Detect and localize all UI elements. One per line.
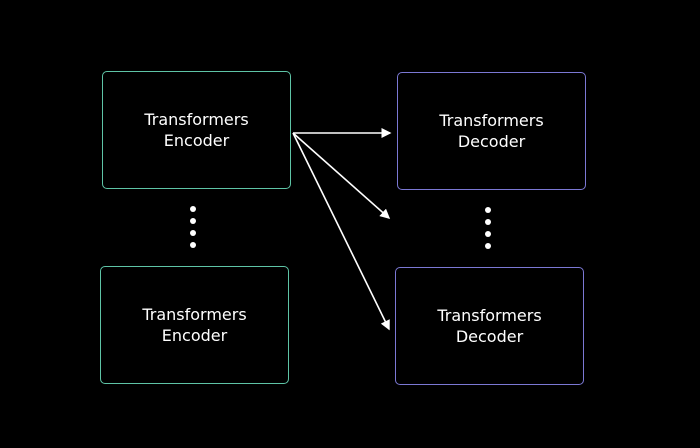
decoder-top-line2: Decoder [457, 132, 526, 151]
decoder-bottom-line2: Decoder [455, 327, 524, 346]
ellipsis-dot [485, 207, 491, 213]
decoder-ellipsis [484, 207, 492, 251]
ellipsis-dot [485, 219, 491, 225]
decoder-block-top: Transformers Decoder [397, 72, 586, 190]
ellipsis-dot [190, 230, 196, 236]
encoder-ellipsis [189, 206, 197, 250]
ellipsis-dot [485, 231, 491, 237]
encoder-bottom-line2: Encoder [161, 326, 228, 345]
encoder-bottom-line1: Transformers [142, 305, 247, 324]
decoder-bottom-line1: Transformers [437, 306, 542, 325]
ellipsis-dot [190, 218, 196, 224]
decoder-top-line1: Transformers [439, 111, 544, 130]
encoder-block-bottom: Transformers Encoder [100, 266, 289, 384]
arrow-to-decoder-bottom [292, 132, 390, 331]
ellipsis-dot [190, 242, 196, 248]
decoder-block-bottom: Transformers Decoder [395, 267, 584, 385]
ellipsis-dot [190, 206, 196, 212]
arrow-to-decoder-middle [292, 132, 391, 219]
encoder-top-line1: Transformers [144, 110, 249, 129]
encoder-top-line2: Encoder [163, 131, 230, 150]
ellipsis-dot [485, 243, 491, 249]
encoder-block-top: Transformers Encoder [102, 71, 291, 189]
